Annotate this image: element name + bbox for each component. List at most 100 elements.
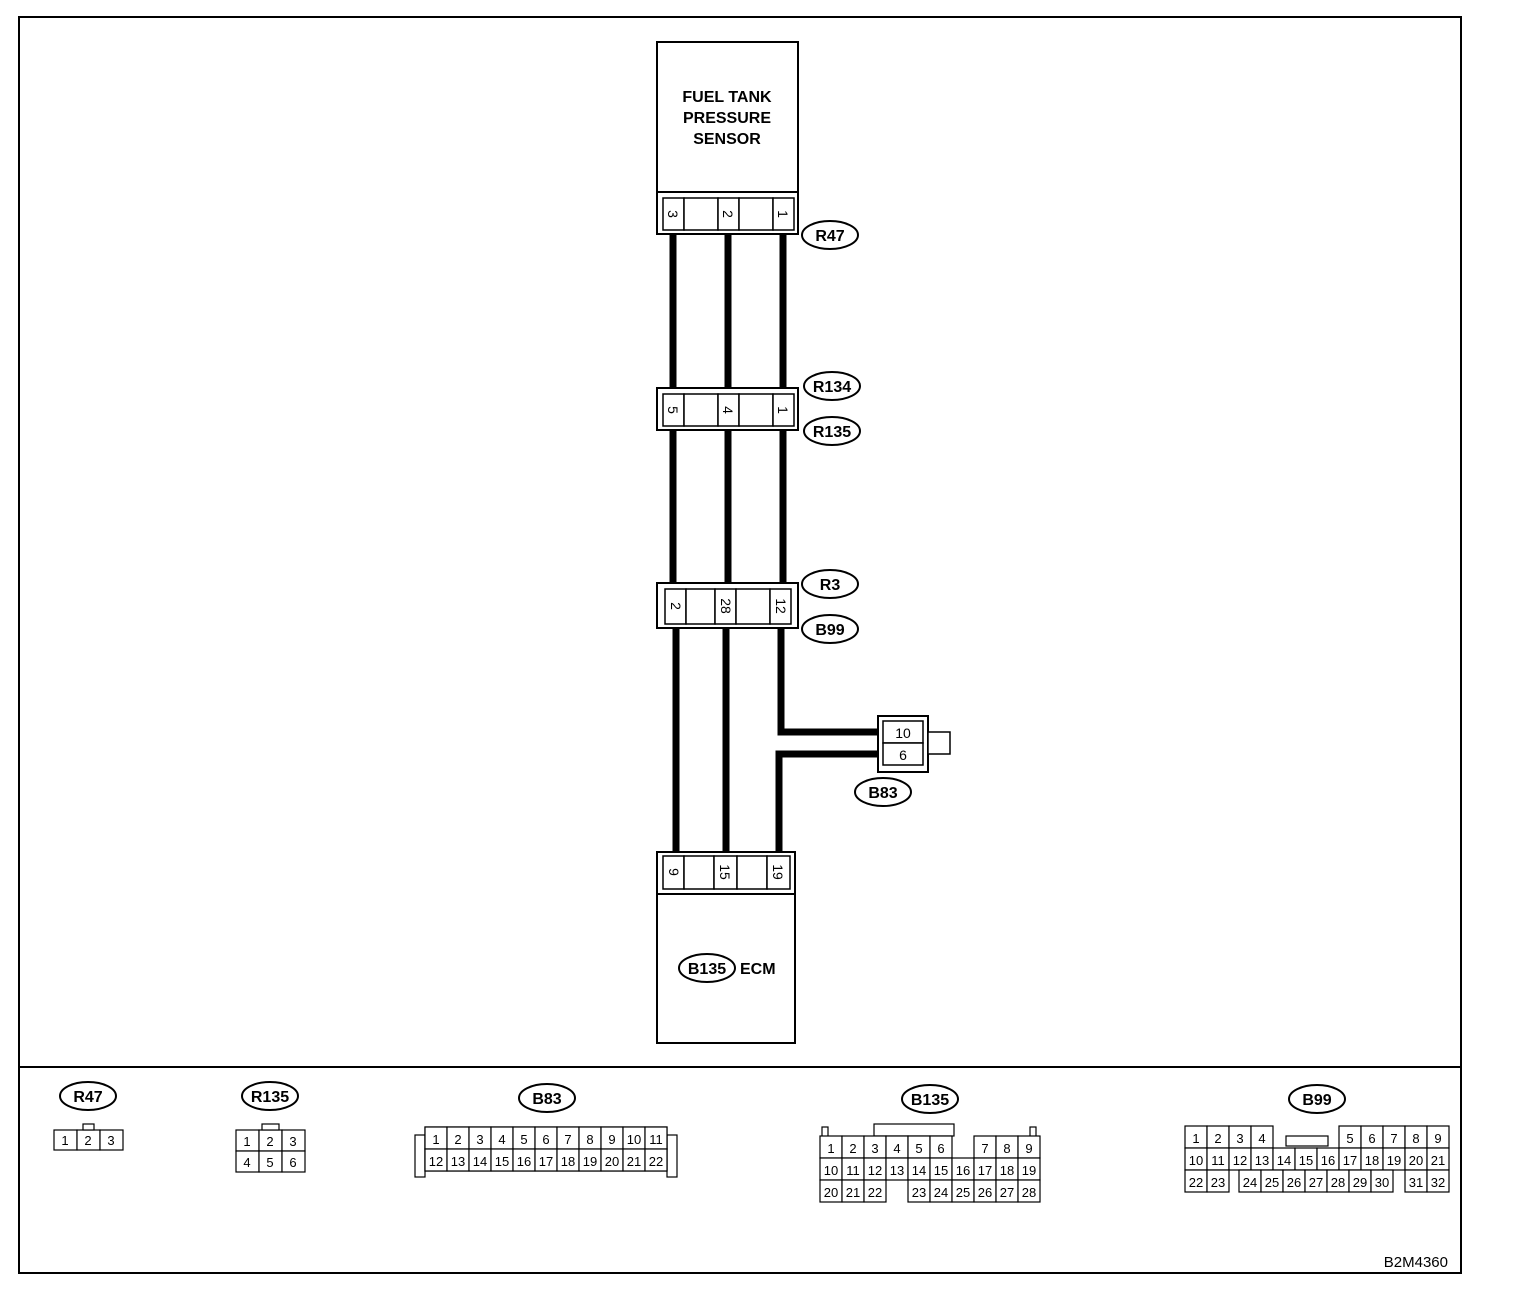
footprint-pin: 11 xyxy=(649,1132,663,1147)
footprint-pin: 24 xyxy=(934,1185,948,1200)
diagram-frame xyxy=(18,16,1462,1274)
footprint-pin: 5 xyxy=(266,1155,273,1170)
wire-harness xyxy=(669,234,882,852)
footprint-pin: 6 xyxy=(542,1132,549,1147)
footprint-pin: 17 xyxy=(1343,1153,1357,1168)
footprint-pin: 23 xyxy=(1211,1175,1225,1190)
footprint-pin: 15 xyxy=(934,1163,948,1178)
footprint-pin: 28 xyxy=(1022,1185,1036,1200)
footprint-pin: 11 xyxy=(846,1163,860,1178)
footprint-pin: 16 xyxy=(517,1154,531,1169)
footprint-pin: 6 xyxy=(289,1155,296,1170)
footprint-pin: 31 xyxy=(1409,1175,1423,1190)
footprint-b135-label: B135 xyxy=(911,1092,949,1109)
b83-pin-label: 10 xyxy=(895,725,911,741)
footprint-r135: R135 1 2 3 4 5 6 xyxy=(235,1081,306,1173)
footprint-pin: 9 xyxy=(1025,1141,1032,1156)
footprint-pin: 3 xyxy=(871,1141,878,1156)
b99-connector-id: B99 xyxy=(815,622,844,639)
footprint-pin: 13 xyxy=(1255,1153,1269,1168)
footprint-pin: 20 xyxy=(605,1154,619,1169)
fuel-tank-pressure-sensor: FUEL TANK PRESSURE SENSOR xyxy=(656,41,799,193)
footprint-pin: 30 xyxy=(1375,1175,1389,1190)
footprint-pin: 19 xyxy=(583,1154,597,1169)
footprint-pin: 24 xyxy=(1243,1175,1257,1190)
footprint-pin: 1 xyxy=(243,1134,250,1149)
footprint-pin: 21 xyxy=(627,1154,641,1169)
footprint-pin: 32 xyxy=(1431,1175,1445,1190)
footprint-pin: 13 xyxy=(890,1163,904,1178)
footprint-pin: 5 xyxy=(1346,1131,1353,1146)
footprint-pin: 1 xyxy=(827,1141,834,1156)
footprint-pin: 4 xyxy=(498,1132,505,1147)
wire-b83-6-to-ecm xyxy=(775,750,882,852)
footprint-pin: 18 xyxy=(1000,1163,1014,1178)
footprint-pin: 10 xyxy=(824,1163,838,1178)
footprint-pin: 21 xyxy=(1431,1153,1445,1168)
footprint-pin: 12 xyxy=(868,1163,882,1178)
footprint-pin: 4 xyxy=(243,1155,250,1170)
footprint-pin: 22 xyxy=(868,1185,882,1200)
footprint-pin: 18 xyxy=(561,1154,575,1169)
connector-r134-r135: 5 4 1 R134 R135 xyxy=(656,371,861,446)
b83-connector-id: B83 xyxy=(868,785,897,802)
footprint-pin: 20 xyxy=(1409,1153,1423,1168)
footprint-pin: 28 xyxy=(1331,1175,1345,1190)
ecm-label: ECM xyxy=(740,961,776,978)
footprint-pin: 26 xyxy=(1287,1175,1301,1190)
footprint-pin: 13 xyxy=(451,1154,465,1169)
footprint-pin: 2 xyxy=(84,1133,91,1148)
r47-pin-label: 2 xyxy=(720,210,736,218)
footprint-pin: 3 xyxy=(107,1133,114,1148)
footprint-cell xyxy=(863,1179,887,1203)
ecm-pin-label: 19 xyxy=(770,864,786,880)
footprint-pin: 4 xyxy=(1258,1131,1265,1146)
footprint-pin: 25 xyxy=(1265,1175,1279,1190)
footprint-pin: 6 xyxy=(937,1141,944,1156)
footprint-pin: 23 xyxy=(912,1185,926,1200)
footprint-pin: 22 xyxy=(1189,1175,1203,1190)
sensor-label-line3: SENSOR xyxy=(693,131,761,148)
footprint-pin: 19 xyxy=(1022,1163,1036,1178)
footprint-b83-label: B83 xyxy=(532,1091,561,1108)
footprint-pin: 1 xyxy=(1192,1131,1199,1146)
footprint-pin: 12 xyxy=(429,1154,443,1169)
r134-connector-id: R134 xyxy=(813,379,851,396)
footprint-pin: 3 xyxy=(1236,1131,1243,1146)
footprint-cell xyxy=(1426,1169,1450,1193)
r47-pin-label: 3 xyxy=(665,210,681,218)
sensor-label-line1: FUEL TANK xyxy=(682,89,772,106)
footprint-pin: 5 xyxy=(915,1141,922,1156)
footprint-r135-label: R135 xyxy=(251,1089,289,1106)
footprint-pin: 3 xyxy=(476,1132,483,1147)
footprint-pin: 7 xyxy=(981,1141,988,1156)
figure-code: B2M4360 xyxy=(1384,1254,1448,1271)
footprint-pin: 8 xyxy=(1003,1141,1010,1156)
footprint-pin: 2 xyxy=(266,1134,273,1149)
footprint-pin: 11 xyxy=(1211,1153,1225,1168)
footprint-pin: 9 xyxy=(608,1132,615,1147)
footprint-pin: 19 xyxy=(1387,1153,1401,1168)
footprint-pin: 1 xyxy=(61,1133,68,1148)
footprint-cell xyxy=(644,1148,668,1172)
ecm-connector-id: B135 xyxy=(688,961,726,978)
r135-pin-label: 1 xyxy=(775,406,791,414)
ecm-module: 9 15 19 B135 ECM xyxy=(656,851,796,1044)
footprint-pin: 26 xyxy=(978,1185,992,1200)
footprint-pin: 1 xyxy=(432,1132,439,1147)
r135-pin-label: 4 xyxy=(720,406,736,414)
footprint-r47: R47 1 2 3 xyxy=(53,1081,124,1151)
footprint-pin: 7 xyxy=(1390,1131,1397,1146)
footprint-pin: 8 xyxy=(586,1132,593,1147)
connector-b83: 10 6 B83 xyxy=(854,715,951,807)
footprint-pin: 16 xyxy=(1321,1153,1335,1168)
footprint-pin: 2 xyxy=(849,1141,856,1156)
footprint-pin: 15 xyxy=(1299,1153,1313,1168)
footprint-pin: 7 xyxy=(564,1132,571,1147)
